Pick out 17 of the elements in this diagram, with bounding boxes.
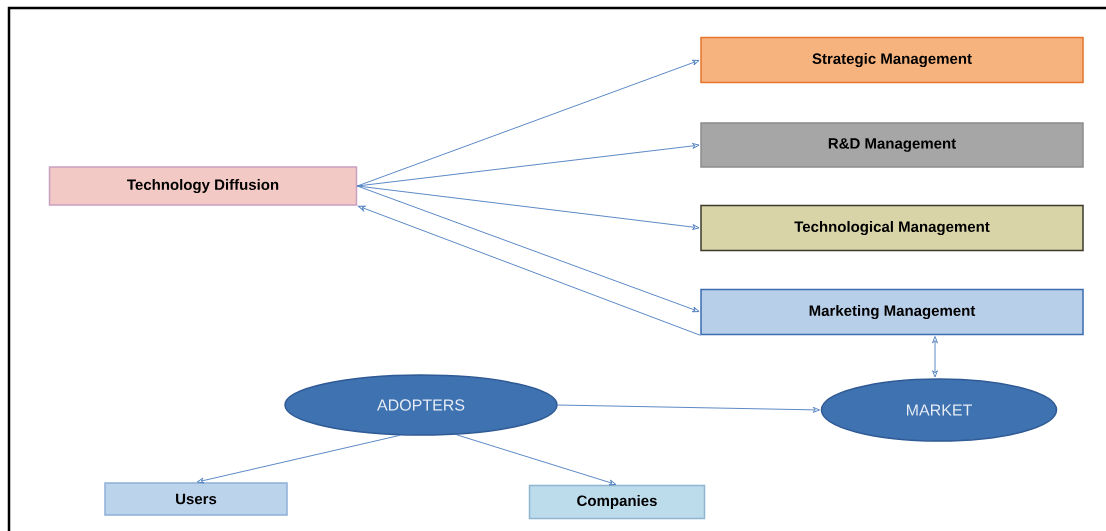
arrow [932, 336, 938, 378]
process-box: Companies [528, 484, 706, 520]
arrow [357, 205, 701, 336]
process-box: Technological Management [700, 204, 1084, 252]
arrow [356, 59, 700, 187]
process-box: Technology Diffusion [48, 166, 358, 206]
process-box: Marketing Management [700, 288, 1084, 336]
arrow [356, 185, 700, 313]
arrow [557, 404, 820, 413]
ellipse-node: MARKET [820, 378, 1058, 442]
arrow [455, 434, 617, 486]
process-box: Users [104, 482, 288, 516]
process-box: Strategic Management [700, 36, 1084, 84]
process-box: R&D Management [700, 122, 1084, 168]
arrow [196, 434, 401, 484]
ellipse-node: ADOPTERS [284, 374, 558, 436]
arrow [356, 143, 700, 187]
